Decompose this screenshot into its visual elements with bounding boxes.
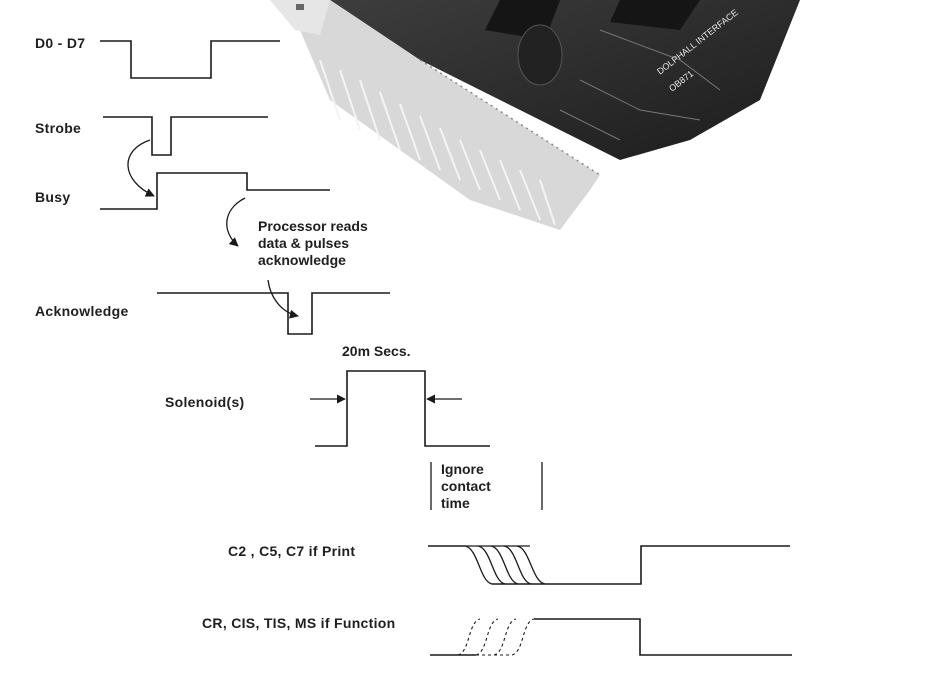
label-busy: Busy [35, 189, 70, 205]
label-strobe: Strobe [35, 120, 81, 136]
label-solenoid: Solenoid(s) [165, 394, 245, 410]
waveform-c2-c5-c7 [428, 546, 790, 584]
ignore-note-line2: contact [441, 478, 491, 494]
processor-note-line1: Processor reads [258, 218, 368, 234]
pulse-width-label: 20m Secs. [342, 343, 411, 359]
ignore-note-line3: time [441, 495, 470, 511]
ignore-note-line1: Ignore [441, 461, 484, 477]
busy-to-processor-arrow [227, 198, 245, 246]
label-cr-cis-tis-ms: CR, CIS, TIS, MS if Function [202, 615, 396, 631]
to-acknowledge-arrow [268, 280, 298, 316]
waveform-solenoid [315, 371, 490, 446]
waveform-strobe [103, 117, 268, 155]
strobe-to-busy-arrow [128, 140, 154, 196]
processor-note-line2: data & pulses [258, 235, 349, 251]
circuit-board-photo: DOLPHALL INTERFACE OB871 [270, 0, 800, 230]
processor-note-line3: acknowledge [258, 252, 346, 268]
waveform-busy [100, 173, 330, 209]
label-acknowledge: Acknowledge [35, 303, 129, 319]
waveform-acknowledge [157, 293, 390, 334]
label-d0-d7: D0 - D7 [35, 35, 85, 51]
waveform-d0-d7 [100, 41, 280, 78]
label-c2-c5-c7: C2 , C5, C7 if Print [228, 543, 355, 559]
waveform-cr-cis-tis-ms [430, 619, 792, 655]
